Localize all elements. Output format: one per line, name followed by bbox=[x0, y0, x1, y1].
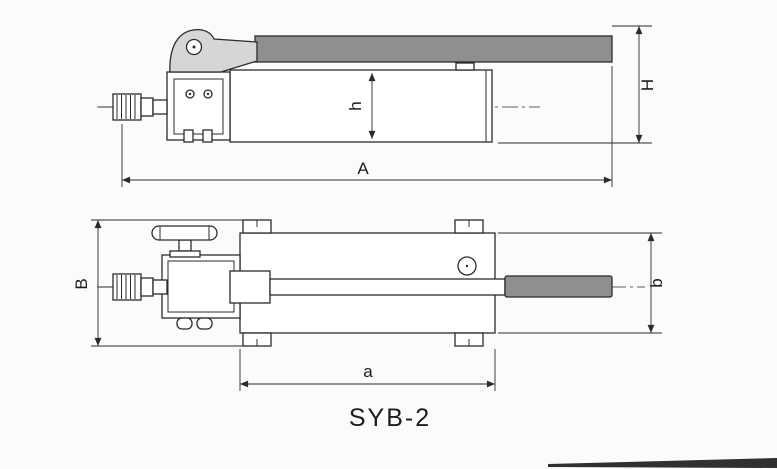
valve-stem bbox=[178, 239, 192, 252]
handle-socket bbox=[229, 270, 271, 304]
plan-handle bbox=[229, 270, 613, 304]
bolt-hole bbox=[457, 256, 477, 276]
knurled-nut bbox=[112, 273, 142, 301]
dimension-H-label: H bbox=[638, 79, 657, 91]
slot bbox=[196, 317, 213, 330]
dimension-h-label: h bbox=[346, 101, 365, 110]
filler-plug bbox=[455, 62, 475, 71]
knurled-nut bbox=[112, 93, 142, 121]
handle-grip bbox=[504, 275, 613, 298]
model-title: SYB-2 bbox=[349, 404, 431, 432]
dimension-A: A bbox=[121, 66, 613, 187]
dimension-b: b bbox=[498, 232, 666, 334]
valve-flange bbox=[169, 250, 201, 258]
dimension-H: H bbox=[498, 25, 657, 144]
dimension-B-label: B bbox=[72, 278, 91, 289]
lever-pivot bbox=[169, 29, 258, 73]
dimension-h: h bbox=[346, 73, 376, 139]
handle-rod bbox=[269, 278, 506, 296]
dimension-b-label: b bbox=[647, 278, 666, 287]
side-view: h H A bbox=[97, 25, 657, 187]
mounting-tabs bbox=[242, 219, 484, 347]
plan-pump-head bbox=[161, 254, 241, 330]
scan-artifact bbox=[548, 458, 777, 468]
mount-lug bbox=[183, 129, 194, 143]
valve-t-bar bbox=[151, 225, 218, 241]
slot bbox=[176, 317, 193, 330]
plan-coupler-fitting bbox=[99, 273, 168, 301]
cylinder-body bbox=[229, 62, 493, 143]
mount-lug bbox=[202, 129, 213, 143]
dimension-a-label: a bbox=[363, 362, 373, 381]
handle-bar bbox=[254, 35, 613, 63]
dimension-B: B bbox=[72, 219, 250, 347]
pump-head bbox=[166, 71, 231, 143]
coupler-fitting bbox=[99, 93, 168, 121]
dimension-a: a bbox=[239, 349, 496, 391]
plan-view: B b a bbox=[72, 219, 666, 391]
release-valve-handle bbox=[151, 225, 218, 258]
dimension-A-label: A bbox=[357, 159, 369, 178]
